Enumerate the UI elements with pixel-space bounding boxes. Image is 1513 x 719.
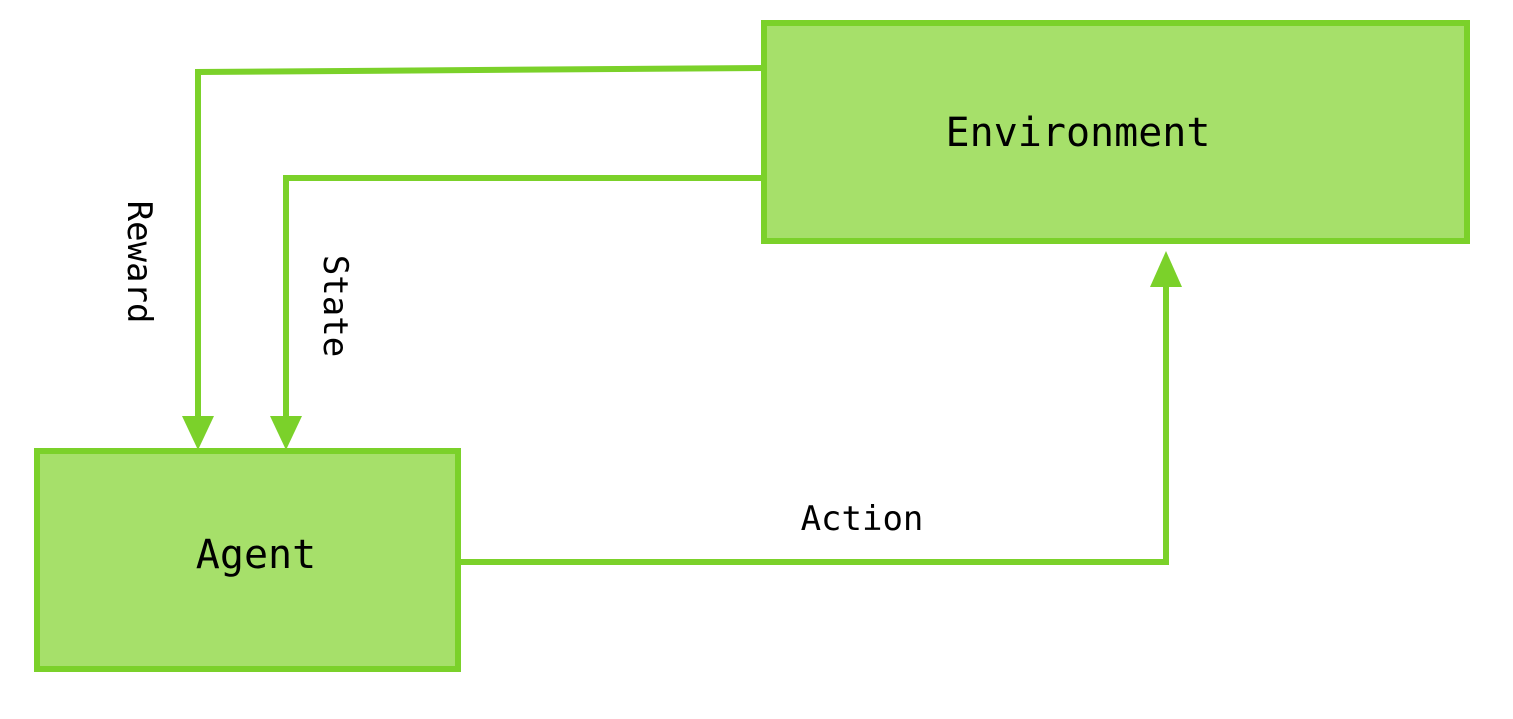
state-edge: State — [270, 175, 767, 450]
action-arrowhead — [1150, 251, 1182, 287]
action-label: Action — [801, 499, 924, 539]
reward-label: Reward — [119, 201, 159, 324]
action-edge: Action — [455, 251, 1182, 565]
reward-edge: Reward — [119, 64, 768, 450]
agent-label: Agent — [196, 532, 316, 578]
reward-line — [195, 64, 768, 421]
agent-box — [34, 448, 461, 672]
agent-node: Agent — [34, 448, 461, 672]
environment-label: Environment — [946, 110, 1211, 156]
reward-arrowhead — [182, 416, 214, 450]
environment-node: Environment — [761, 20, 1470, 244]
state-line — [283, 175, 767, 421]
environment-box — [761, 20, 1470, 244]
state-label: State — [315, 255, 355, 357]
action-line — [455, 282, 1169, 565]
state-arrowhead — [270, 416, 302, 450]
